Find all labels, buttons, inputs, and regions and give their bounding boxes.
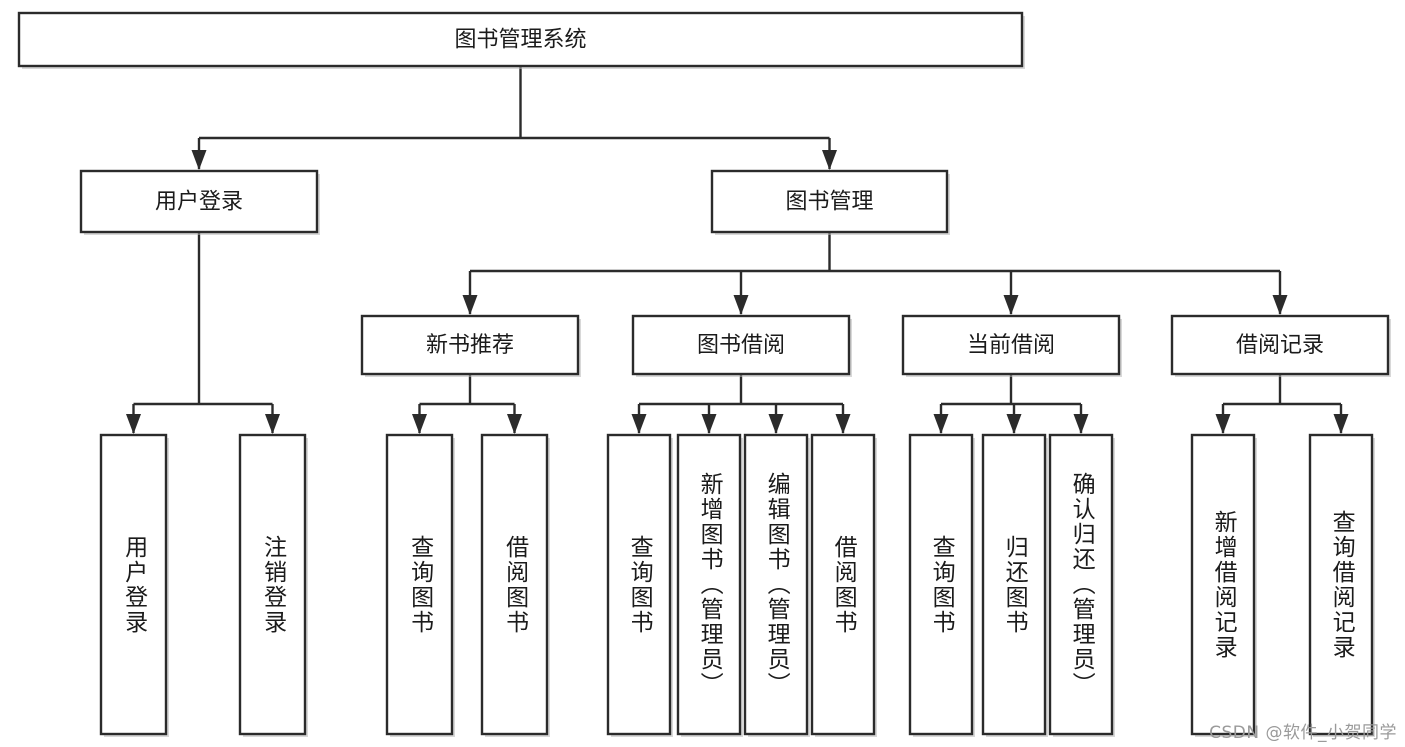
arrow-new-book-recommend-to-leaf-query-book-1	[412, 414, 427, 434]
node-layer	[17, 11, 1391, 737]
connector-layer	[126, 66, 1349, 434]
node-root-label: 图书管理系统	[454, 28, 586, 53]
arrow-borrow-record-to-leaf-query-record	[1333, 414, 1349, 434]
node-borrow-record[interactable]	[1170, 314, 1390, 376]
node-current-borrow[interactable]	[901, 314, 1121, 376]
node-user-login-label: 用户登录	[155, 190, 243, 215]
node-leaf-query-book-1[interactable]	[385, 433, 454, 736]
node-leaf-query-record[interactable]	[1308, 433, 1374, 736]
csdn-watermark: CSDN @软件_小贺同学	[1209, 723, 1397, 743]
arrow-bookmanage-to-borrow-record	[1272, 295, 1288, 315]
node-leaf-borrow-book-2[interactable]	[810, 433, 876, 736]
arrow-current-borrow-to-leaf-confirm-return	[1073, 414, 1089, 434]
node-root[interactable]	[17, 11, 1024, 68]
node-leaf-return-book[interactable]	[981, 433, 1047, 736]
node-leaf-user-logout[interactable]	[238, 433, 307, 736]
node-borrow-record-label: 借阅记录	[1236, 333, 1324, 358]
node-leaf-add-record[interactable]	[1190, 433, 1256, 736]
arrow-bookmanage-to-new-book-recommend	[462, 295, 478, 315]
node-new-book-recommend[interactable]	[360, 314, 580, 376]
node-book-manage-label: 图书管理	[785, 190, 873, 215]
node-book-borrow[interactable]	[631, 314, 851, 376]
node-leaf-edit-book[interactable]	[743, 433, 809, 736]
node-leaf-confirm-return[interactable]	[1048, 433, 1114, 736]
arrow-user-login-to-leaf-user-logout	[265, 414, 280, 434]
node-leaf-query-book-2[interactable]	[606, 433, 672, 736]
arrow-current-borrow-to-leaf-query-book-3	[933, 414, 949, 434]
node-book-borrow-label: 图书借阅	[697, 333, 785, 358]
node-user-login[interactable]	[79, 169, 319, 234]
arrow-bookmanage-to-book-borrow	[733, 295, 749, 315]
arrow-borrow-record-to-leaf-add-record	[1215, 414, 1231, 434]
node-new-book-recommend-label: 新书推荐	[426, 333, 514, 358]
node-leaf-user-login[interactable]	[99, 433, 168, 736]
arrow-root-to-user-login	[191, 150, 207, 170]
node-leaf-query-book-3[interactable]	[908, 433, 974, 736]
arrow-user-login-to-leaf-user-login	[126, 414, 141, 434]
arrow-book-borrow-to-leaf-borrow-book-2	[835, 414, 851, 434]
node-leaf-add-book[interactable]	[676, 433, 742, 736]
arrow-current-borrow-to-leaf-return-book	[1006, 414, 1022, 434]
arrow-root-to-book-manage	[822, 150, 837, 170]
arrow-new-book-recommend-to-leaf-borrow-book-1	[507, 414, 522, 434]
node-book-manage[interactable]	[710, 169, 949, 234]
node-current-borrow-label: 当前借阅	[967, 333, 1055, 358]
arrow-book-borrow-to-leaf-add-book	[701, 414, 717, 434]
arrow-bookmanage-to-current-borrow	[1003, 295, 1019, 315]
node-leaf-borrow-book-1[interactable]	[480, 433, 549, 736]
arrow-book-borrow-to-leaf-query-book-2	[631, 414, 647, 434]
arrow-book-borrow-to-leaf-edit-book	[768, 414, 784, 434]
